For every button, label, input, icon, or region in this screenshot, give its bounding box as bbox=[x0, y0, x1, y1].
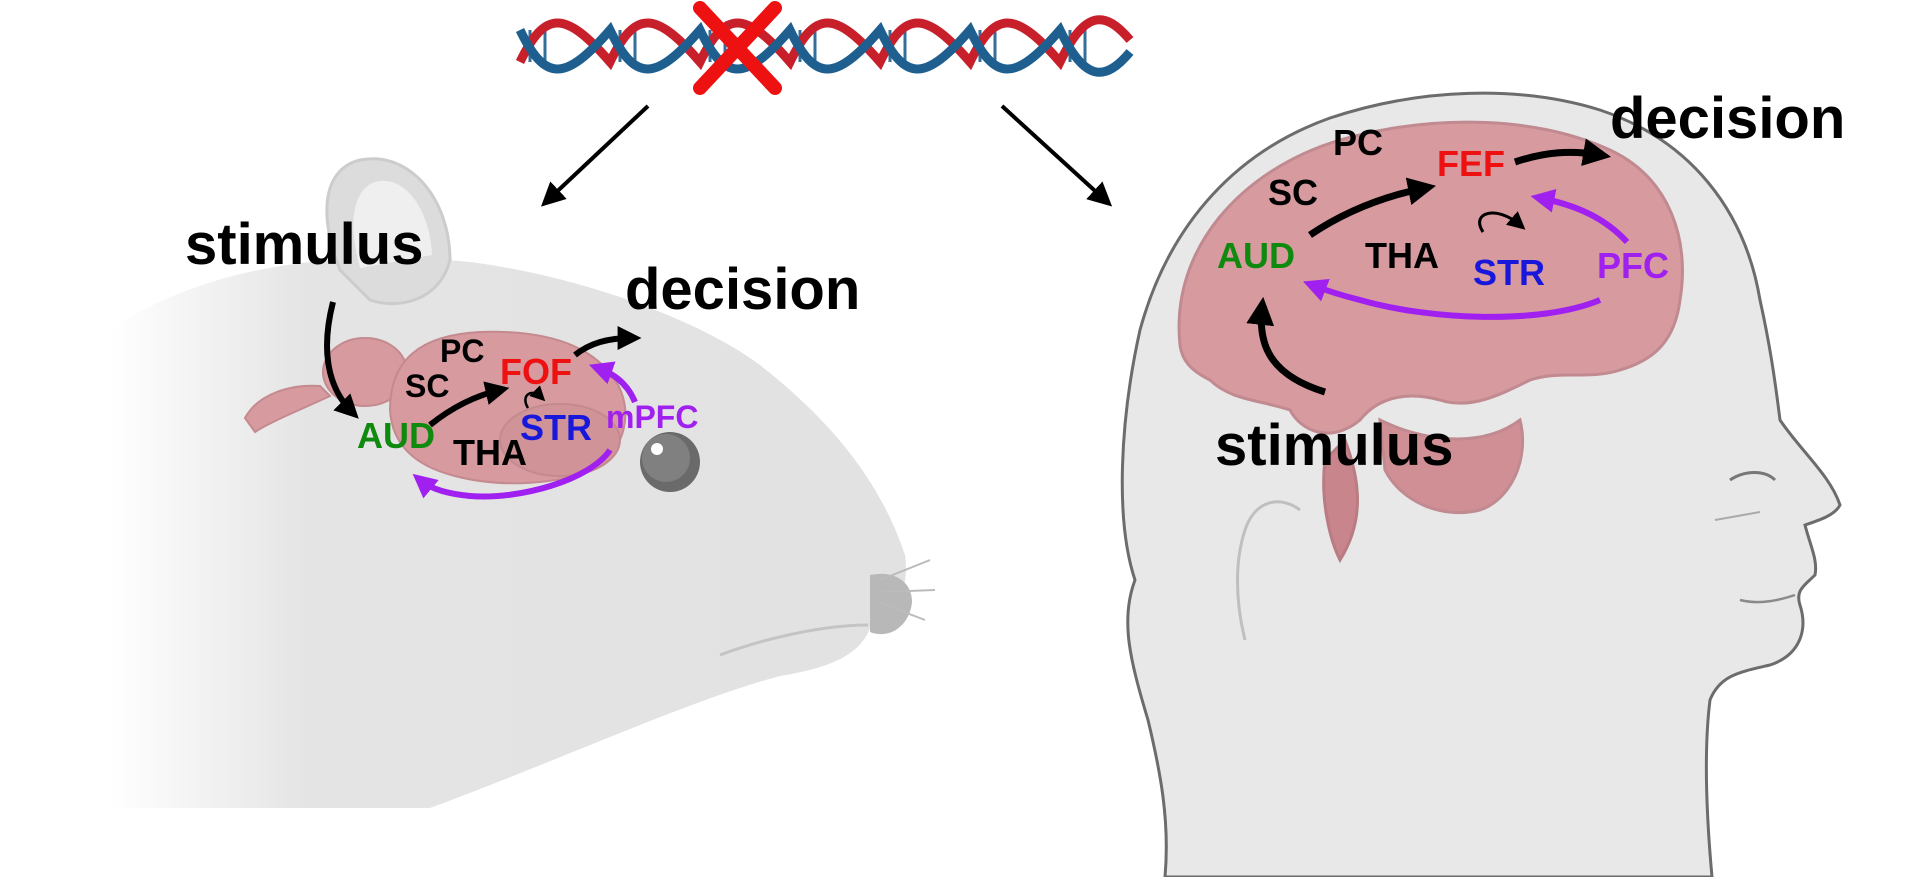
human-region-fef: FEF bbox=[1437, 143, 1505, 184]
rat-region-str: STR bbox=[520, 407, 592, 448]
human-region-tha: THA bbox=[1365, 235, 1439, 276]
human-stimulus-label: stimulus bbox=[1215, 413, 1454, 478]
human-decision-label: decision bbox=[1610, 86, 1845, 151]
human-region-aud: AUD bbox=[1217, 235, 1295, 276]
rat-brain bbox=[243, 330, 627, 485]
arrow-rat-mpfc-to-fof bbox=[588, 361, 638, 404]
rat-region-sc: SC bbox=[405, 368, 449, 404]
red-x-cross-icon bbox=[693, 1, 782, 95]
arrow-human-str-loop bbox=[1478, 211, 1526, 233]
human-region-pc: PC bbox=[1333, 122, 1383, 163]
human-region-str: STR bbox=[1473, 252, 1545, 293]
arrow-human-aud-to-fef bbox=[1308, 177, 1436, 238]
rat-region-aud: AUD bbox=[357, 415, 435, 456]
rat-decision-label: decision bbox=[625, 257, 860, 322]
human-region-sc: SC bbox=[1268, 172, 1318, 213]
rat-region-fof: FOF bbox=[500, 351, 572, 392]
rat-region-mpfc: mPFC bbox=[606, 399, 698, 435]
rat-stimulus-label: stimulus bbox=[185, 212, 424, 277]
arrow-rat-mpfc-to-aud bbox=[412, 448, 613, 500]
dna-helix-icon bbox=[515, 15, 1134, 77]
rat-region-pc: PC bbox=[440, 333, 484, 369]
arrow-rat-str-loop bbox=[524, 385, 546, 409]
arrow-rat-stimulus-to-aud bbox=[324, 301, 359, 419]
human-circuit-arrows bbox=[1246, 138, 1630, 396]
rat-region-tha: THA bbox=[453, 432, 527, 473]
arrow-human-fef-to-decision bbox=[1513, 138, 1612, 167]
human-region-pfc: PFC bbox=[1597, 245, 1669, 286]
arrow-human-stimulus-to-aud bbox=[1246, 296, 1327, 396]
arrow-human-pfc-to-aud bbox=[1303, 278, 1602, 320]
rat-circuit-arrows bbox=[324, 301, 642, 500]
arrow-dna-to-rat bbox=[541, 104, 650, 207]
arrow-dna-to-human bbox=[1000, 104, 1113, 207]
arrow-human-pfc-to-fef bbox=[1530, 188, 1630, 245]
arrow-rat-fof-to-decision bbox=[573, 326, 642, 358]
arrow-rat-aud-to-fof bbox=[428, 381, 510, 428]
